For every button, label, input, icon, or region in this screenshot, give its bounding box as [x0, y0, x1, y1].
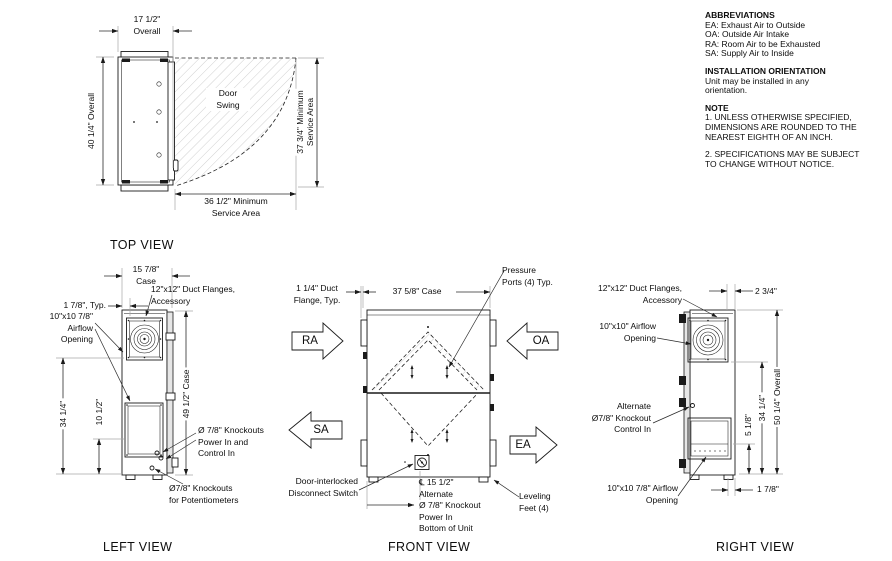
right-view-dim-34-1-4: 34 1/4" [757, 392, 767, 424]
flow-arrow-ra-label: RA [302, 335, 318, 347]
left-view-dim-case-width: 15 7/8" Case [132, 264, 160, 286]
abbreviations-section: ABBREVIATIONS EA: Exhaust Air to Outside… [705, 10, 891, 59]
right-view-dim-5-1-8: 5 1/8" [743, 412, 753, 438]
pressure-ports-label: Pressure Ports (4) Typ. [502, 265, 553, 287]
left-view-knockouts-power-label: Ø 7/8" Knockouts Power In and Control In [198, 425, 264, 458]
left-view-duct-flanges-label: 12"x12" Duct Flanges, Accessory [151, 284, 235, 306]
note-title: NOTE [705, 102, 729, 113]
right-view-airflow-bottom-label: 10"x10 7/8" Airflow Opening [607, 483, 678, 505]
leveling-feet-label: Leveling Feet (4) [519, 491, 551, 513]
top-view-dim-overall-depth: 40 1/4" Overall [86, 91, 96, 151]
abbreviations-list: EA: Exhaust Air to Outside OA: Outside A… [705, 19, 821, 59]
left-view-dim-flange-typ: 1 7/8", Typ. [63, 300, 106, 310]
flow-arrow-oa-label: OA [532, 335, 550, 347]
right-view-alt-knockout-label: Alternate Ø7/8" Knockout Control In [591, 401, 651, 434]
top-view-dim-overall-width: 17 1/2" Overall [133, 14, 161, 36]
left-view-dim-10-5: 10 1/2" [94, 396, 104, 428]
abbreviations-title: ABBREVIATIONS [705, 10, 775, 20]
disconnect-switch-label: Door-interlocked Disconnect Switch [288, 476, 358, 498]
right-view-dim-overall-height: 50 1/4" Overall [772, 367, 782, 427]
orientation-title: INSTALLATION ORIENTATION [705, 65, 826, 76]
front-view-dim-duct-flange: 1 1/4" Duct Flange, Typ. [293, 283, 341, 305]
left-view-knockouts-pot-label: Ø7/8" Knockouts for Potentiometers [169, 483, 239, 505]
flow-arrow-ea-label: EA [515, 439, 531, 451]
top-view-dim-service-height: 37 3/4" Minimum Service Area [295, 88, 315, 156]
right-view-dim-2-3-4: 2 3/4" [755, 286, 777, 296]
left-view-airflow-opening-label: 10"x10 7/8" Airflow Opening [49, 311, 93, 344]
note-1-text: 1. UNLESS OTHERWISE SPECIFIED, DIMENSION… [705, 112, 857, 142]
right-view-dim-1-7-8: 1 7/8" [757, 484, 779, 494]
top-view-drawing [96, 26, 324, 210]
note-section: NOTE 1. UNLESS OTHERWISE SPECIFIED, DIME… [705, 102, 891, 170]
left-view-title: LEFT VIEW [103, 540, 173, 554]
left-view-dim-case-height: 49 1/2" Case [181, 367, 191, 421]
right-view-airflow-top-label: 10"x10" Airflow Opening [599, 321, 656, 343]
flow-arrow-sa-label: SA [313, 424, 329, 436]
top-view-dim-service-width: 36 1/2" Minimum Service Area [204, 196, 268, 218]
orientation-text: Unit may be installed in any orientation… [705, 75, 809, 96]
top-view-title: TOP VIEW [110, 238, 174, 252]
door-swing-label: Door Swing [206, 88, 250, 111]
orientation-section: INSTALLATION ORIENTATION Unit may be ins… [705, 65, 891, 96]
front-view-title: FRONT VIEW [388, 540, 471, 554]
right-view-title: RIGHT VIEW [716, 540, 795, 554]
alternate-knockout-bottom-label: ℄ 15 1/2" Alternate Ø 7/8" Knockout Powe… [419, 477, 481, 533]
right-view-drawing [652, 284, 783, 497]
front-view-drawing [288, 270, 559, 509]
notes-panel: ABBREVIATIONS EA: Exhaust Air to Outside… [705, 10, 891, 177]
left-view-dim-34: 34 1/4" [58, 398, 68, 430]
front-view-dim-case-width: 37 5/8" Case [392, 286, 442, 296]
right-view-duct-flanges-label: 12"x12" Duct Flanges, Accessory [598, 283, 682, 305]
left-view-drawing [56, 268, 197, 485]
note-2-text: 2. SPECIFICATIONS MAY BE SUBJECT TO CHAN… [705, 149, 860, 169]
